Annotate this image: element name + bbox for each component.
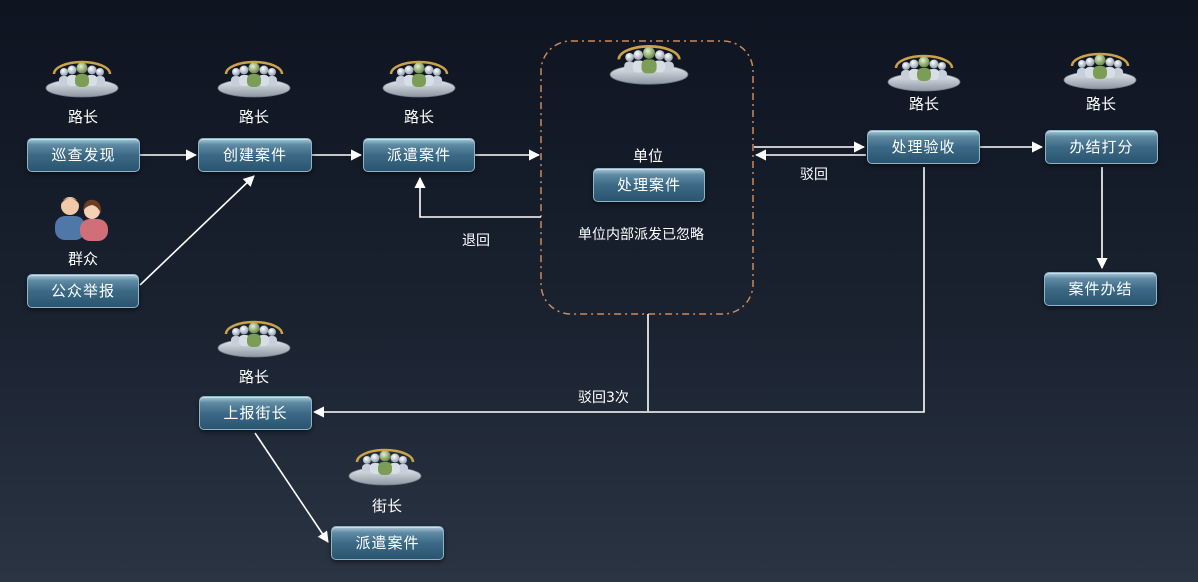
group-of-people-icon [381, 60, 457, 99]
group-of-people-icon [886, 54, 962, 93]
edge-label-reject-3-times: 驳回3次 [578, 390, 629, 406]
edge-reject3-to-street [312, 167, 925, 418]
create-case-button[interactable]: 创建案件 [198, 138, 312, 172]
edge-public-to-create [139, 175, 255, 286]
edge-return-to-dispatch [414, 176, 541, 218]
group-of-people-icon [608, 45, 690, 86]
group-of-people-icon [216, 60, 292, 99]
role-label-road-chief: 路长 [1085, 95, 1116, 113]
edge-label-reject: 驳回 [800, 167, 828, 183]
role-label-road-chief: 路长 [238, 368, 269, 386]
group-of-people-icon [1062, 52, 1138, 91]
edge-street-to-dispatch2 [254, 432, 329, 543]
group-of-people-icon [44, 60, 120, 99]
close-and-score-button[interactable]: 办结打分 [1045, 130, 1158, 164]
public-report-button[interactable]: 公众举报 [27, 274, 139, 308]
group-of-people-icon [347, 448, 423, 487]
report-street-chief-button[interactable]: 上报街长 [199, 396, 312, 430]
role-label-unit: 单位 [632, 147, 663, 165]
role-label-street-chief: 街长 [371, 497, 402, 515]
case-closed-button[interactable]: 案件办结 [1044, 272, 1157, 306]
group-of-people-icon [216, 320, 292, 359]
dispatch-case-button[interactable]: 派遣案件 [363, 138, 475, 172]
role-label-road-chief: 路长 [67, 108, 98, 126]
patrol-discovery-button[interactable]: 巡查发现 [27, 138, 140, 172]
unit-internal-note: 单位内部派发已忽略 [578, 227, 704, 243]
role-label-road-chief: 路长 [908, 95, 939, 113]
accept-review-button[interactable]: 处理验收 [867, 130, 980, 164]
role-label-public: 群众 [67, 250, 98, 268]
dispatch-case-street-button[interactable]: 派遣案件 [331, 526, 444, 560]
two-people-icon [55, 197, 108, 241]
role-label-road-chief: 路长 [238, 108, 269, 126]
handle-case-button[interactable]: 处理案件 [593, 168, 705, 202]
edge-label-return: 退回 [462, 233, 490, 249]
role-label-road-chief: 路长 [403, 108, 434, 126]
